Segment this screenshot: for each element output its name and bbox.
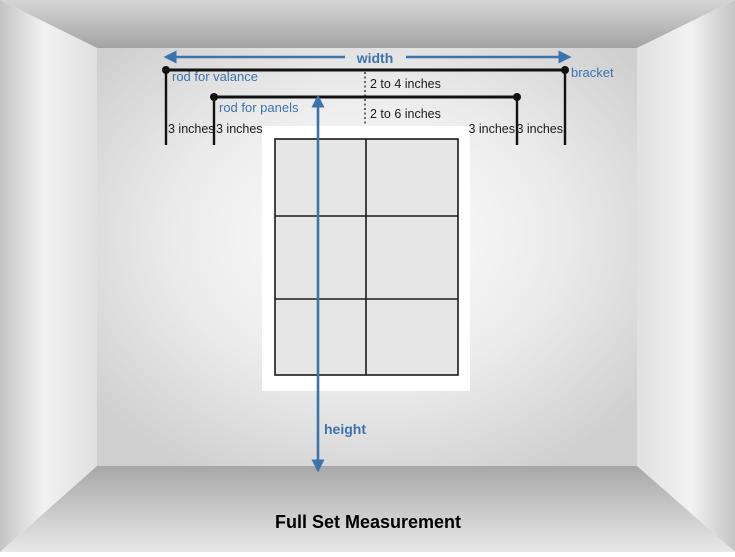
rod-for-panels-label: rod for panels	[219, 100, 299, 115]
extension-left-inner-label: 3 inches	[216, 122, 263, 136]
extension-right-inner-label: 3 inches	[468, 122, 515, 136]
extension-left-outer-label: 3 inches	[168, 122, 215, 136]
panel-projection-label: 2 to 6 inches	[370, 107, 441, 121]
right-wall	[637, 0, 735, 552]
rod-for-valance-label: rod for valance	[172, 69, 258, 84]
valance-projection-label: 2 to 4 inches	[370, 77, 441, 91]
height-label: height	[324, 421, 366, 437]
bracket-label: bracket	[571, 65, 614, 80]
floor	[0, 466, 735, 552]
width-label: width	[356, 50, 394, 66]
ceiling	[0, 0, 735, 48]
extension-right-outer-label: 3 inches	[516, 122, 563, 136]
diagram-caption: Full Set Measurement	[275, 512, 461, 532]
left-wall	[0, 0, 97, 552]
